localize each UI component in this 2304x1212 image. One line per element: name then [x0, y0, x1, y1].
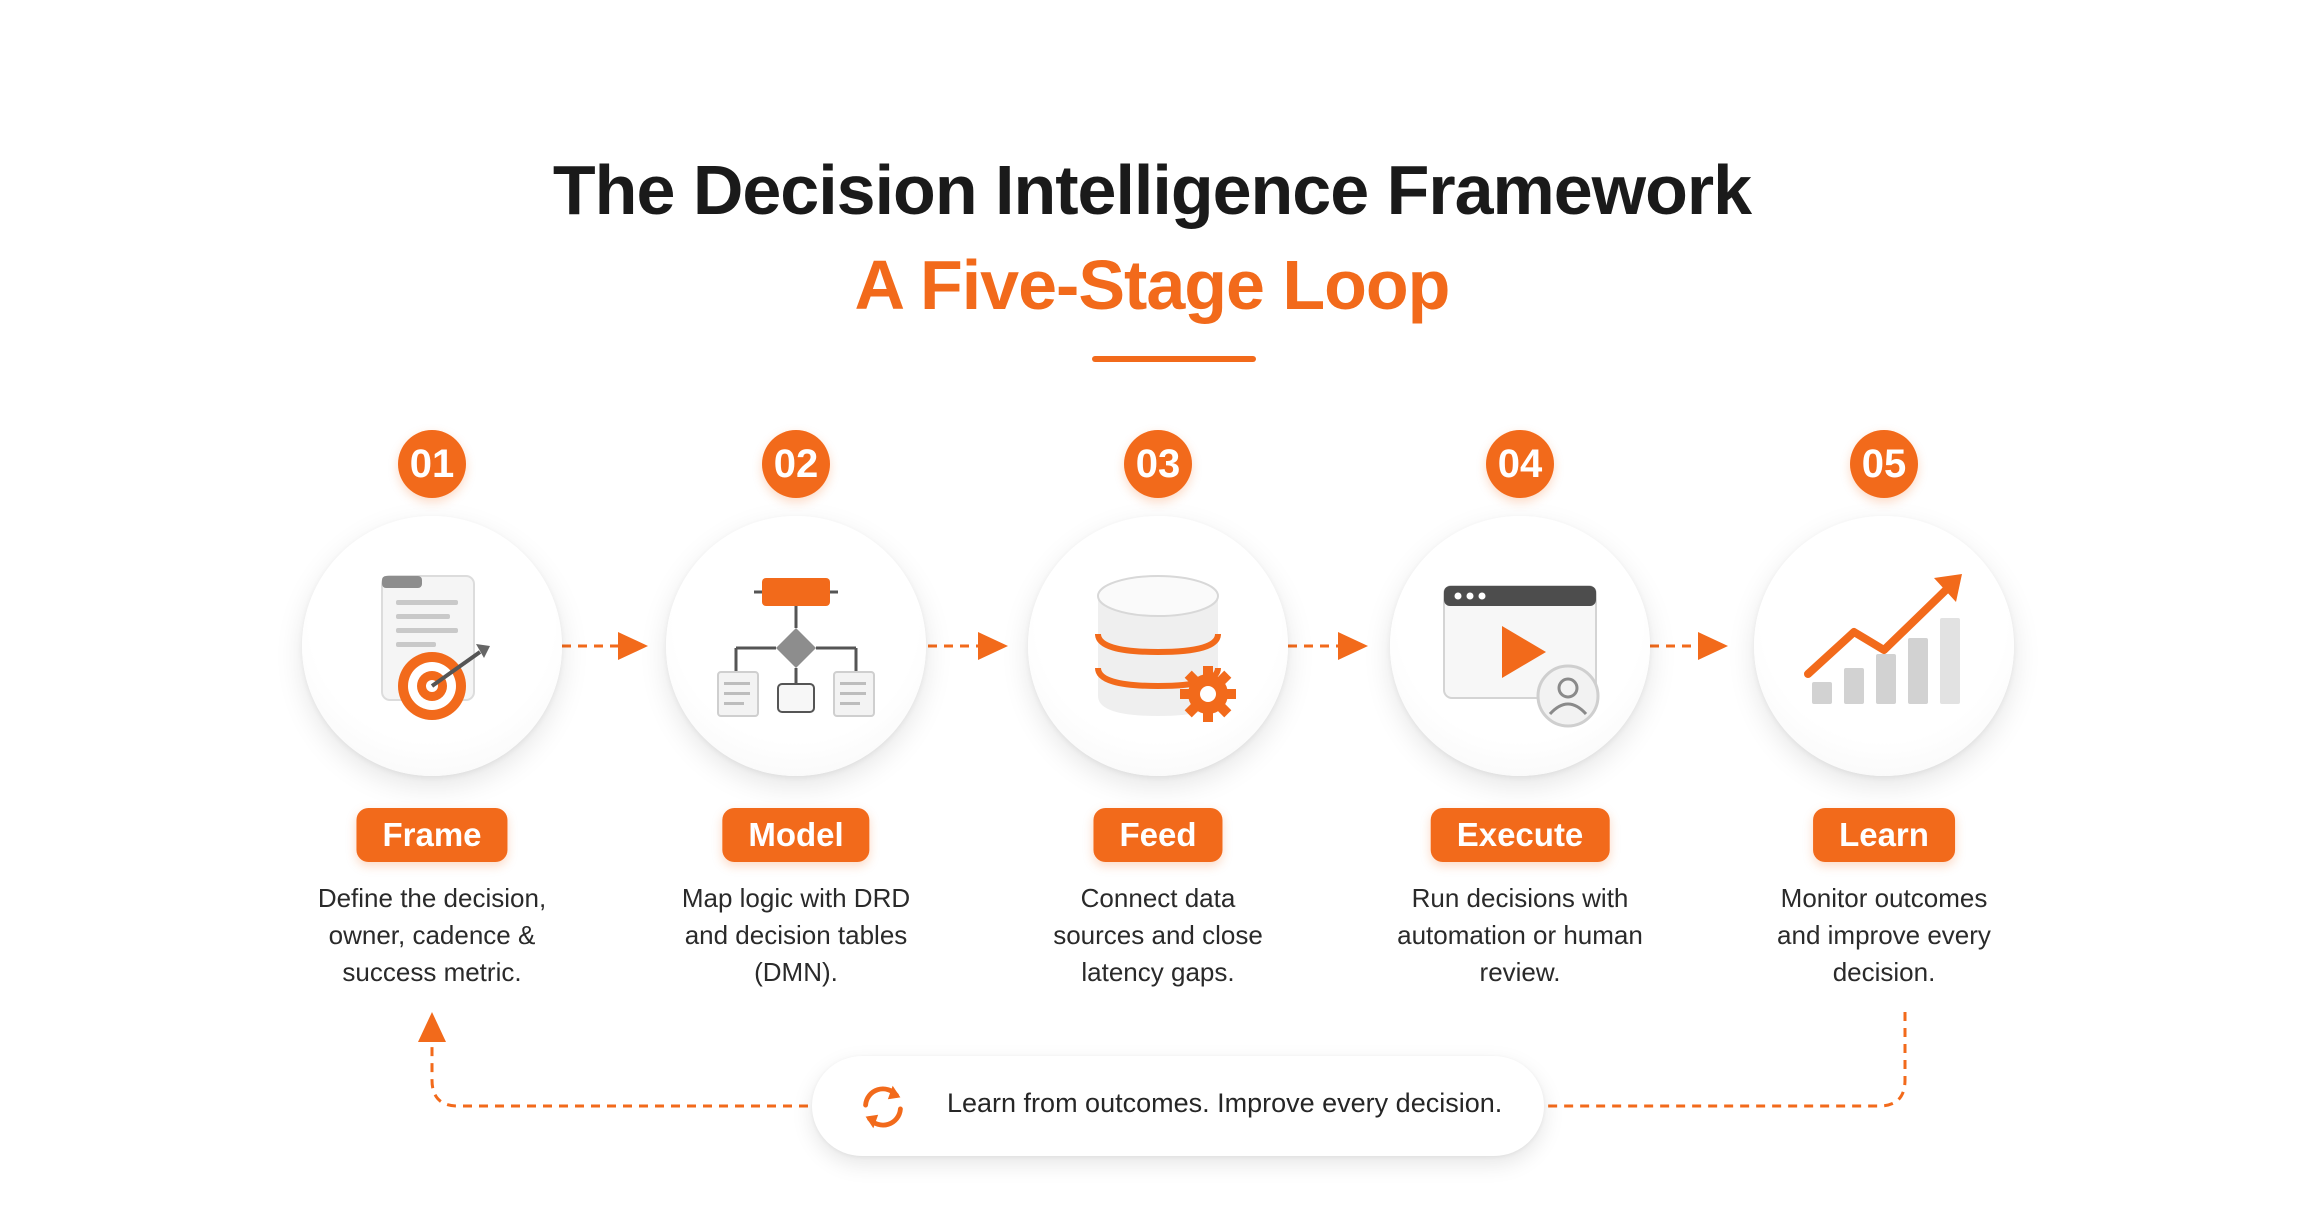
stage-arrow-3-4 [1288, 632, 1368, 660]
stage-label: Model [722, 808, 870, 862]
database-gear-icon [1095, 575, 1236, 722]
stage-arrow-1-2 [562, 632, 648, 660]
stage-icon-disc [1754, 516, 2014, 776]
stage-label: Feed [1093, 808, 1223, 862]
stage-number: 01 [398, 430, 466, 498]
stage-description: Monitor outcomes and improve every decis… [1777, 883, 1991, 987]
document-target-icon [381, 575, 490, 720]
stage-number: 03 [1124, 430, 1192, 498]
stage-arrow-4-5 [1650, 632, 1728, 660]
stage-number: 02 [762, 430, 830, 498]
stage-number: 05 [1850, 430, 1918, 498]
refresh-loop-icon [863, 1085, 903, 1129]
stage-icon-disc [666, 516, 926, 776]
page-title: The Decision Intelligence Framework [552, 151, 1752, 229]
play-window-user-icon [1443, 585, 1600, 728]
title-underline [1092, 356, 1256, 362]
stage-label: Frame [356, 808, 508, 862]
stage-icon-disc [1028, 516, 1288, 776]
growth-chart-icon [1804, 574, 1962, 704]
stage-description: Define the decision, owner, cadence & su… [317, 883, 547, 987]
feedback-loop-callout: Learn from outcomes. Improve every decis… [812, 1056, 1544, 1156]
stage-description: Run decisions with automation or human r… [1397, 883, 1643, 987]
stage-label: Execute [1430, 808, 1610, 862]
stage-description: Map logic with DRD and decision tables (… [681, 883, 911, 987]
stage-arrow-2-3 [928, 632, 1008, 660]
feedback-loop-text: Learn from outcomes. Improve every decis… [947, 1088, 1503, 1118]
stage-icon-disc [302, 516, 562, 776]
stage-icon-disc [1390, 516, 1650, 776]
stage-description: Connect data sources and close latency g… [1053, 883, 1263, 987]
stage-label: Learn [1813, 808, 1955, 862]
flowchart-icon [717, 578, 875, 717]
stage-number: 04 [1486, 430, 1554, 498]
page-subtitle: A Five-Stage Loop [854, 246, 1451, 324]
